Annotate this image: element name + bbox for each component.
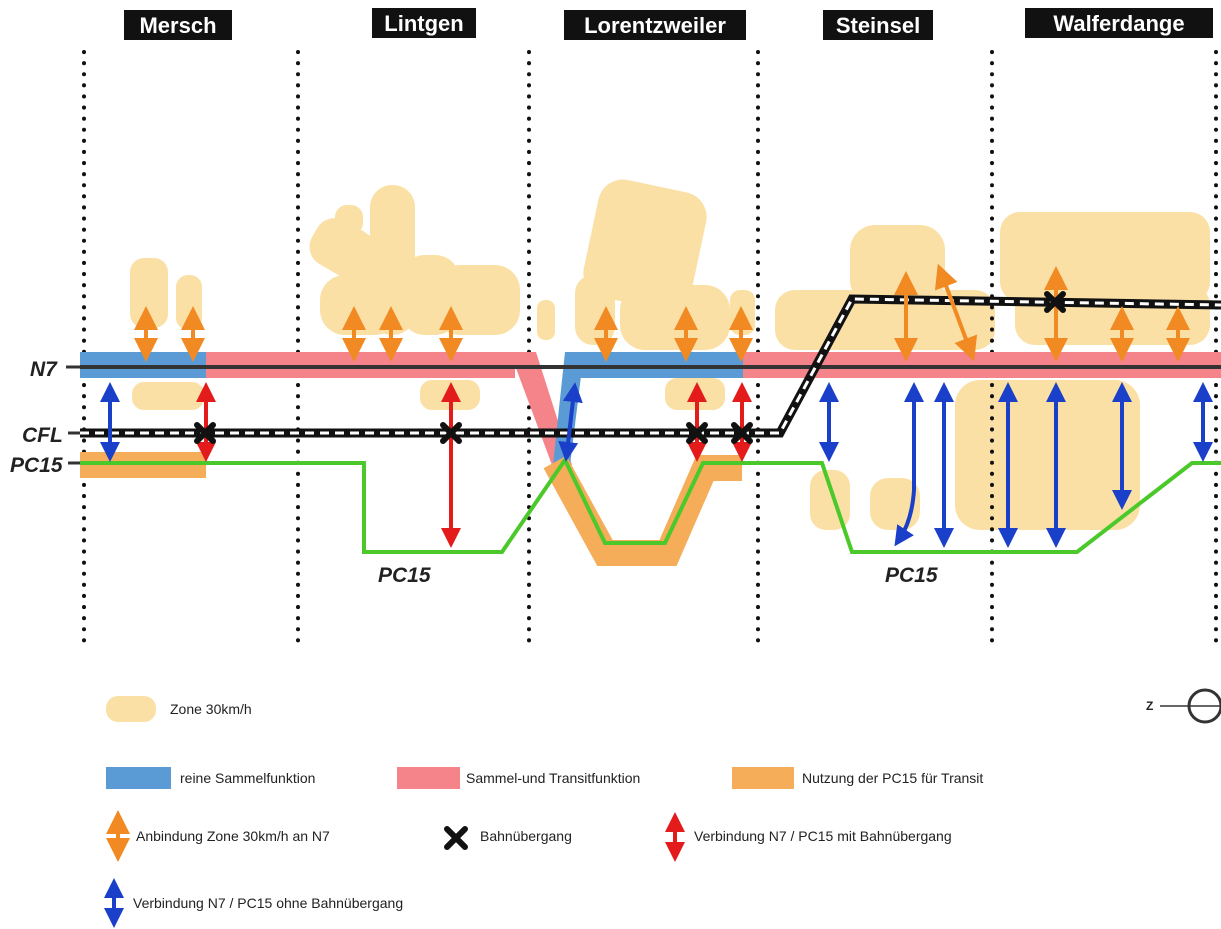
legend-zone30-swatch [106,696,156,722]
legend-sammel-swatch [106,767,171,789]
label-pc15-lintgen: PC15 [378,564,431,587]
pc15-road-line [80,456,1221,554]
legend-pc15-transit-swatch [732,767,794,789]
legend-bahnuebergang-label: Bahnübergang [480,828,572,844]
compass-label: Z [1146,699,1153,713]
crossing-mark [731,422,753,444]
crossing-mark [440,422,462,444]
level-crossings [194,291,1066,444]
legend-transit-swatch [397,767,460,789]
crossing-mark [1044,291,1066,313]
legend-pc15-transit-label: Nutzung der PC15 für Transit [802,770,983,786]
label-n7: N7 [30,358,58,381]
town-label-mersch: Mersch [139,13,216,38]
town-label-steinsel: Steinsel [836,13,920,38]
verbindung-ohne-arrows [100,382,1213,548]
legend: Zone 30km/h reine Sammelfunktion Sammel-… [104,696,983,928]
legend-sammel-label: reine Sammelfunktion [180,770,315,786]
compass-icon: Z [1146,688,1221,724]
label-cfl: CFL [22,424,63,447]
legend-crossing-icon [444,826,468,850]
legend-zone30-label: Zone 30km/h [170,701,252,717]
town-headers: Mersch Lintgen Lorentzweiler Steinsel Wa… [124,8,1213,40]
cfl-railway [80,294,1221,438]
anbindung-arrows [134,263,1190,362]
label-pc15: PC15 [10,454,63,477]
label-pc15-steinsel: PC15 [885,564,938,587]
legend-verbindung-mit-label: Verbindung N7 / PC15 mit Bahnübergang [694,828,952,844]
crossing-mark [686,422,708,444]
town-label-lintgen: Lintgen [384,11,463,36]
crossing-mark [194,422,216,444]
verbindung-mit-arrows [196,382,752,548]
town-label-walferdange: Walferdange [1053,11,1184,36]
legend-transit-label: Sammel-und Transitfunktion [466,770,640,786]
legend-verbindung-ohne-label: Verbindung N7 / PC15 ohne Bahnübergang [133,895,403,911]
town-label-lorentzweiler: Lorentzweiler [584,13,726,38]
legend-anbindung-label: Anbindung Zone 30km/h an N7 [136,828,330,844]
pc15-transit-band-lorentzweiler [543,455,742,566]
road-labels: N7 CFL PC15 PC15 PC15 [10,358,938,587]
